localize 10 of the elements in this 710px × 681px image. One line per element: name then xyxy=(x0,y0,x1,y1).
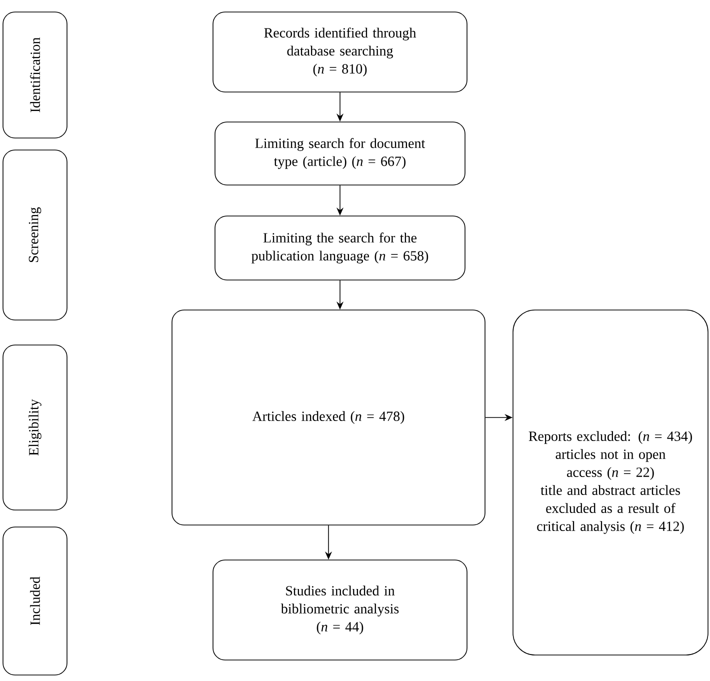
stage-box: Included xyxy=(2,526,68,676)
process-box: Limiting search for document type (article) (n = 667) xyxy=(214,122,466,186)
stage-box: Identification xyxy=(2,12,68,138)
stage-box: Eligibility xyxy=(2,344,68,510)
exclusion-box: Reports excluded: (n = 434) articles not in open access (n = 22) title and abstract articles excluded as a result of critical analysis (n = 412) xyxy=(512,310,708,656)
process-box: Limiting the search for the publication language (n = 658) xyxy=(214,216,466,280)
process-box: Records identified through database searching (n = 810) xyxy=(212,12,468,92)
process-box: Studies included in bibliometric analysis (n = 44) xyxy=(212,560,468,660)
process-box: Articles indexed (n = 478) xyxy=(172,310,486,526)
stage-box: Screening xyxy=(2,150,68,320)
